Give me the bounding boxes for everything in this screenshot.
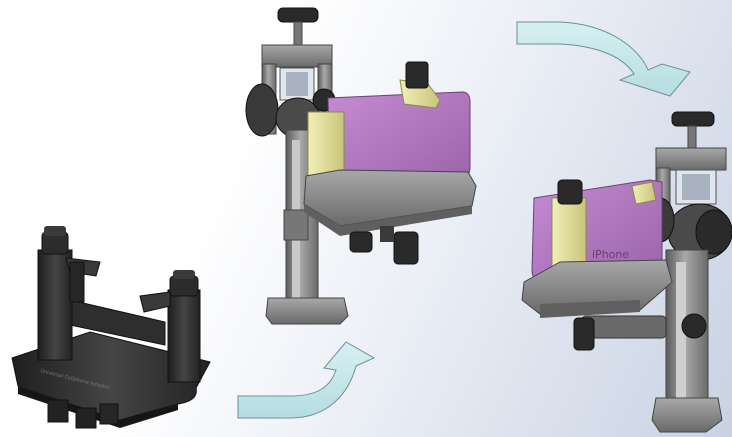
cellphone-adapter-part: Universal Cellphone Adapter [11, 226, 211, 429]
phone-label: iPhone [592, 248, 629, 261]
right-assembly: iPhone [521, 111, 732, 433]
side-knob-icon [681, 313, 707, 339]
arrow-top-right [516, 21, 691, 97]
top-knob-icon [277, 7, 319, 23]
center-assembly [245, 7, 477, 325]
arrow-bottom-left [237, 341, 376, 419]
top-knob-icon [671, 111, 715, 127]
